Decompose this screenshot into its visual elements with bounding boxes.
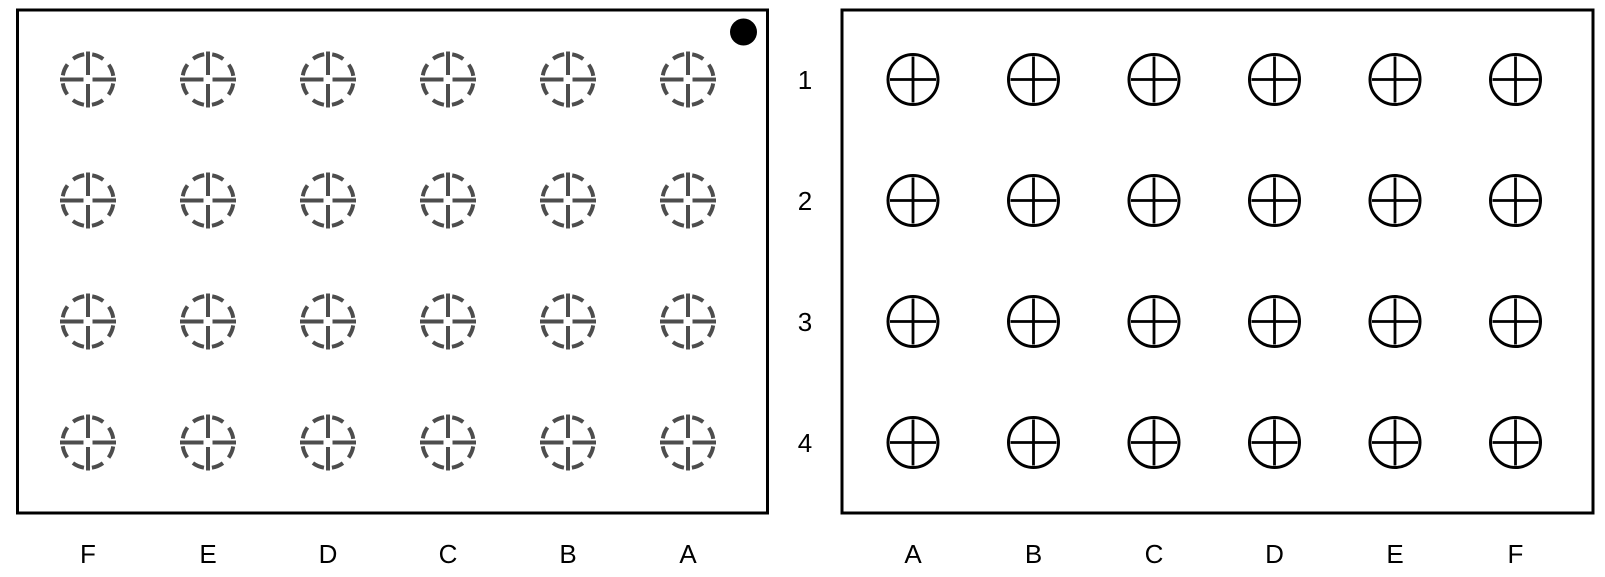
exposed-ball-symbol: [886, 174, 940, 227]
column-label: B: [1025, 539, 1042, 569]
column-label: C: [439, 539, 458, 569]
exposed-ball-symbol: [1007, 174, 1060, 227]
right-column-labels: A B C D E F: [904, 539, 1523, 569]
exposed-ball-symbol: [1368, 416, 1422, 469]
hidden-ball-symbol: [420, 172, 476, 229]
hidden-ball-symbol: [300, 51, 356, 108]
hidden-ball-symbol: [660, 172, 716, 229]
exposed-ball-symbol: [1127, 174, 1181, 227]
exposed-ball-symbol: [886, 416, 940, 469]
exposed-ball-symbol: [1368, 295, 1422, 348]
row-label: 1: [798, 65, 812, 95]
hidden-ball-symbol: [60, 51, 116, 108]
hidden-ball-symbol: [180, 172, 236, 229]
pin1-indicator-dot: [730, 18, 757, 46]
hidden-ball-symbol: [420, 51, 476, 108]
exposed-ball-symbol: [1489, 53, 1542, 106]
exposed-ball-symbol: [1368, 174, 1422, 227]
row-label: 2: [798, 186, 812, 216]
column-label: A: [904, 539, 922, 569]
hidden-ball-symbol: [180, 293, 236, 350]
exposed-ball-symbol: [1007, 416, 1060, 469]
exposed-ball-symbol: [1489, 174, 1542, 227]
column-label: B: [559, 539, 576, 569]
column-label: E: [1386, 539, 1403, 569]
exposed-ball-symbol: [1489, 416, 1542, 469]
exposed-ball-symbol: [1127, 416, 1181, 469]
hidden-ball-symbol: [540, 414, 596, 471]
hidden-ball-symbol: [540, 51, 596, 108]
exposed-ball-symbol: [1007, 53, 1060, 106]
hidden-ball-symbol: [60, 172, 116, 229]
column-label: E: [199, 539, 216, 569]
column-label: D: [319, 539, 338, 569]
exposed-ball-symbol: [1248, 53, 1301, 106]
column-label: C: [1145, 539, 1164, 569]
exposed-ball-symbol: [1127, 53, 1181, 106]
exposed-ball-symbol: [1127, 295, 1181, 348]
row-labels: 1 2 3 4: [798, 65, 812, 458]
exposed-ball-symbol: [1248, 416, 1301, 469]
hidden-ball-symbol: [660, 51, 716, 108]
hidden-ball-symbol: [180, 51, 236, 108]
exposed-ball-symbol: [886, 53, 940, 106]
hidden-ball-symbol: [300, 293, 356, 350]
hidden-ball-symbol: [660, 293, 716, 350]
exposed-ball-symbol: [1007, 295, 1060, 348]
row-label: 3: [798, 307, 812, 337]
column-label: F: [1508, 539, 1524, 569]
exposed-ball-symbol: [886, 295, 940, 348]
exposed-ball-grid: [886, 53, 1542, 469]
package-outline-left: [16, 8, 769, 515]
hidden-ball-symbol: [540, 172, 596, 229]
hidden-ball-symbol: [180, 414, 236, 471]
hidden-ball-symbol: [420, 293, 476, 350]
column-label: A: [679, 539, 697, 569]
hidden-ball-symbol: [300, 172, 356, 229]
hidden-ball-symbol: [300, 414, 356, 471]
hidden-ball-symbol: [660, 414, 716, 471]
hidden-ball-symbol: [60, 414, 116, 471]
exposed-ball-symbol: [1368, 53, 1422, 106]
hidden-ball-symbol: [60, 293, 116, 350]
hidden-ball-symbol: [420, 414, 476, 471]
panel-right-exposed-ball-view: A B C D E F: [840, 8, 1595, 569]
hidden-ball-grid: [60, 51, 716, 471]
exposed-ball-symbol: [1248, 295, 1301, 348]
hidden-ball-symbol: [540, 293, 596, 350]
column-label: D: [1265, 539, 1284, 569]
row-label: 4: [798, 428, 812, 458]
exposed-ball-symbol: [1248, 174, 1301, 227]
column-label: F: [80, 539, 96, 569]
exposed-ball-symbol: [1489, 295, 1542, 348]
package-outline-right: [840, 8, 1595, 515]
